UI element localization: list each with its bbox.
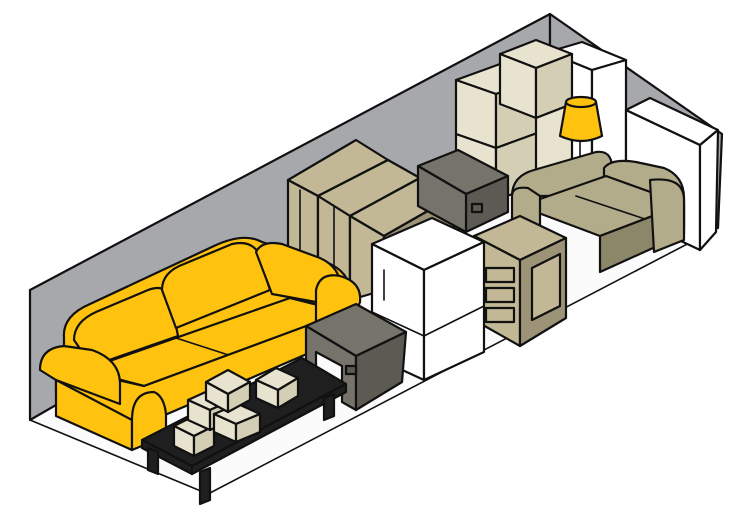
dresser: [472, 214, 568, 348]
dresser-drawer: [484, 286, 516, 304]
table-leg: [322, 392, 336, 422]
table-leg: [146, 446, 160, 476]
dresser-drawer: [484, 306, 516, 324]
table-leg: [198, 466, 212, 506]
box: [498, 38, 574, 120]
small-box: [254, 366, 300, 410]
small-box: [212, 402, 262, 444]
refrigerator: [370, 216, 486, 382]
small-box: [204, 368, 252, 414]
loveseat: [510, 150, 686, 274]
end-table: [416, 148, 510, 234]
lamp-shade: [558, 100, 604, 143]
sofa-arm: [38, 344, 122, 406]
box-stack: [454, 38, 574, 202]
small-box: [172, 414, 216, 458]
dresser-drawer: [484, 266, 516, 284]
